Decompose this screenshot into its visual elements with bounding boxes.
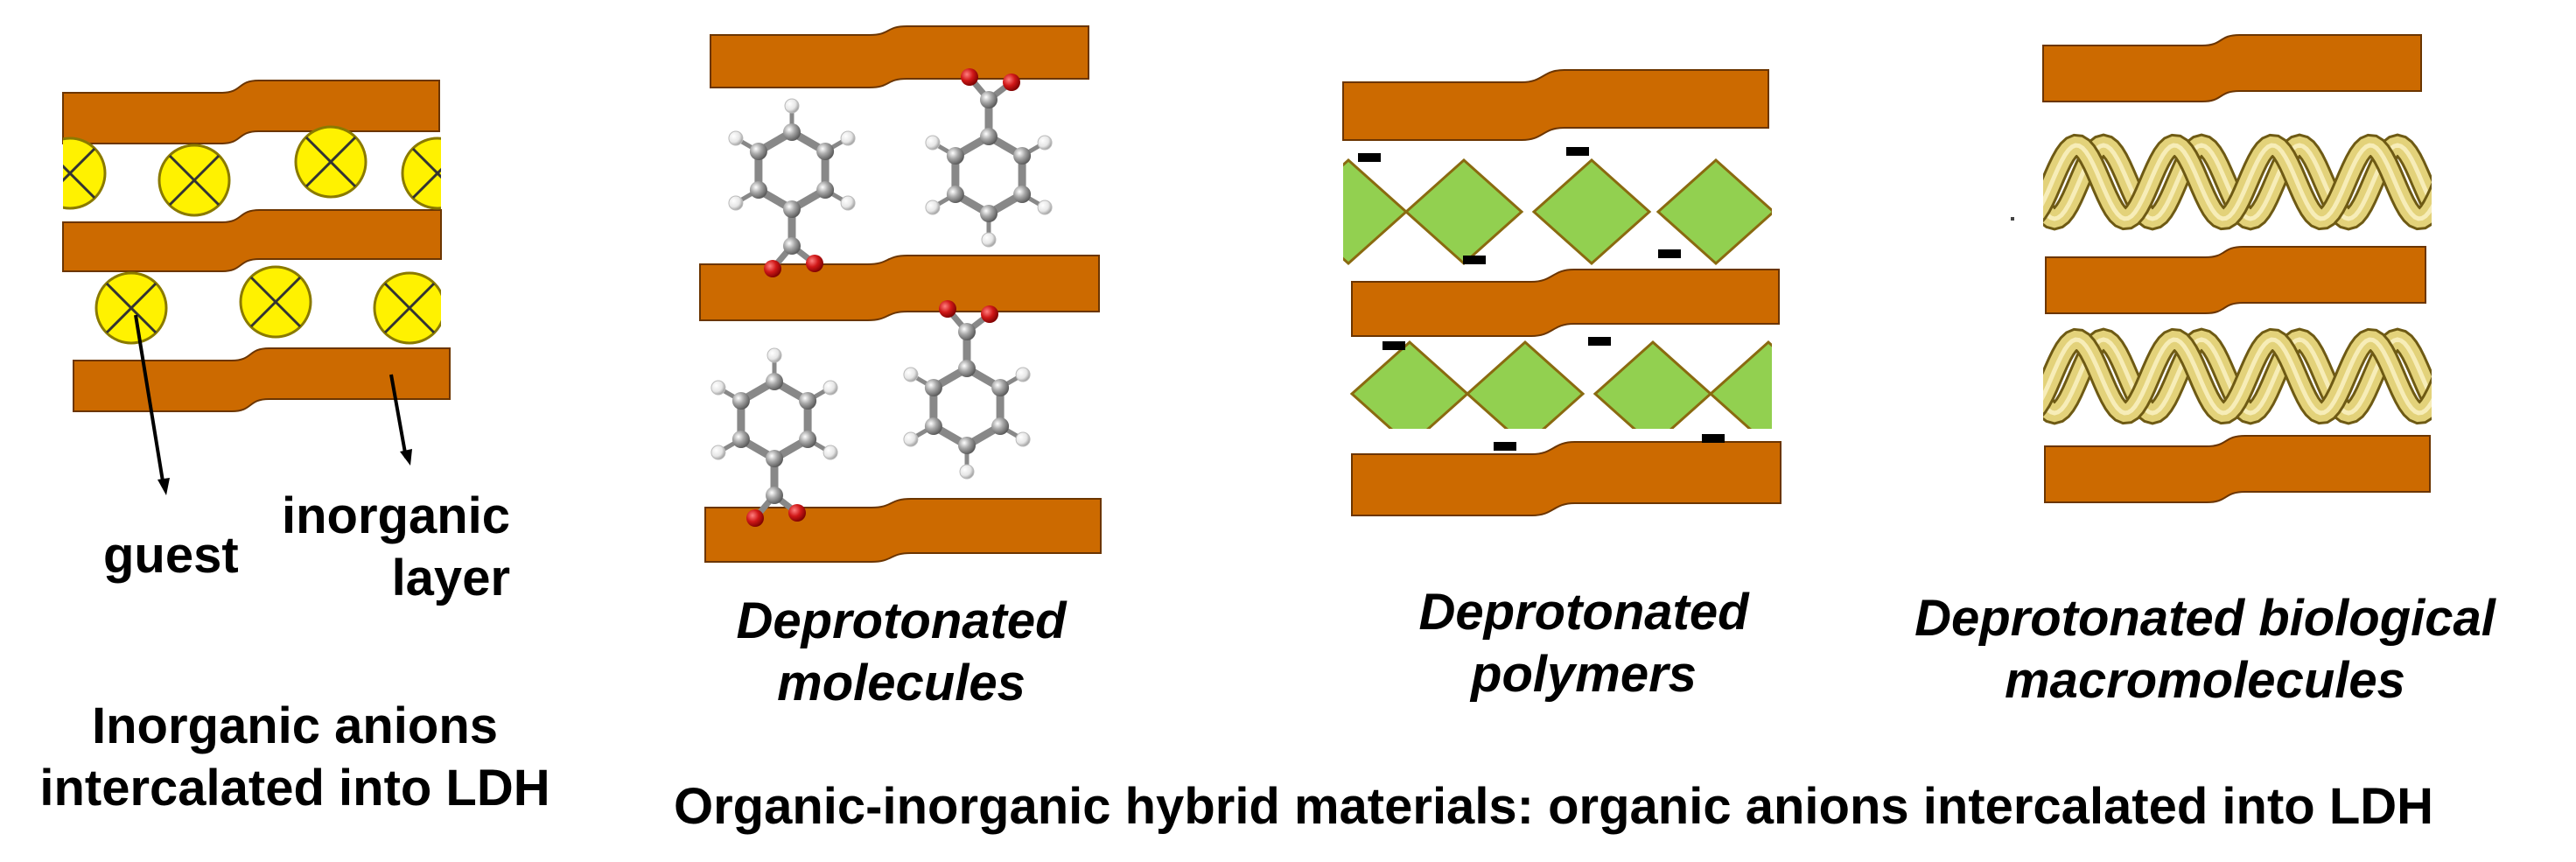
ldh-layer bbox=[1351, 269, 1780, 337]
ldh-layer bbox=[2044, 435, 2431, 503]
bio-layers bbox=[2042, 34, 2431, 503]
double-helices bbox=[2043, 133, 2432, 425]
negative-charge bbox=[1358, 153, 1381, 162]
stray-dot bbox=[2011, 217, 2014, 221]
caption-biological-line1: Deprotonated biological bbox=[1914, 590, 2496, 647]
polymer-chains bbox=[1343, 158, 1772, 429]
polymer-segment bbox=[1343, 158, 1409, 266]
negative-charge bbox=[1702, 434, 1725, 443]
caption-molecules-line1: Deprotonated bbox=[736, 592, 1067, 649]
polymer-layers bbox=[1342, 69, 1782, 516]
polymer-segment bbox=[1656, 158, 1772, 266]
negative-charge bbox=[1588, 337, 1611, 346]
ldh-layer bbox=[710, 25, 1089, 88]
ldh-layer bbox=[2042, 34, 2422, 102]
molecule-layers bbox=[699, 25, 1102, 563]
guest-anion bbox=[239, 265, 312, 339]
ldh-layer bbox=[73, 347, 451, 412]
guest-anion bbox=[401, 137, 441, 210]
negative-charge bbox=[1566, 147, 1589, 156]
caption-polymers-line1: Deprotonated bbox=[1418, 584, 1749, 641]
negative-charge bbox=[1463, 256, 1486, 264]
polymer-segment bbox=[1592, 340, 1713, 429]
benzoate-molecule bbox=[903, 300, 1031, 480]
ldh-layer bbox=[699, 255, 1100, 321]
guest-anion bbox=[373, 271, 441, 345]
guest-anion bbox=[94, 271, 168, 345]
ldh-layer bbox=[1351, 441, 1782, 516]
benzoate-molecule bbox=[728, 98, 856, 277]
benzoate-molecules bbox=[710, 68, 1053, 527]
inorganic-layer-label: inorganic layer bbox=[282, 486, 510, 610]
benzoate-molecule bbox=[710, 347, 838, 527]
caption-inorganic: Inorganic anions intercalated into LDH bbox=[28, 696, 562, 820]
guest-arrow bbox=[134, 314, 170, 495]
polymer-segment bbox=[1531, 158, 1652, 266]
bottom-caption: Organic-inorganic hybrid materials: orga… bbox=[674, 778, 2434, 835]
polymer-segment bbox=[1708, 340, 1772, 429]
dna-double-helix bbox=[2043, 327, 2432, 425]
guest-anion bbox=[158, 144, 231, 217]
polymer-segment bbox=[1404, 158, 1524, 266]
panel-polymers bbox=[1342, 69, 1782, 516]
polymer-segment bbox=[1465, 340, 1586, 429]
guest-anion bbox=[294, 125, 368, 199]
layer-arrow bbox=[389, 374, 412, 466]
inorganic-layer-label-line2: layer bbox=[391, 549, 511, 606]
negative-charge bbox=[1382, 341, 1405, 350]
inorganic-guests bbox=[63, 125, 441, 345]
ldh-layer bbox=[1342, 69, 1769, 141]
panel-molecules bbox=[699, 25, 1102, 563]
guest-label: guest bbox=[103, 527, 239, 584]
ldh-layer bbox=[2045, 246, 2426, 314]
negative-charge bbox=[1494, 442, 1516, 451]
panel-inorganic bbox=[62, 80, 451, 495]
caption-molecules-line2: molecules bbox=[777, 654, 1026, 711]
ldh-layer bbox=[62, 80, 440, 144]
inorganic-layer-label-line1: inorganic bbox=[282, 487, 511, 544]
polymer-segment bbox=[1349, 340, 1470, 429]
caption-molecules: Deprotonated molecules bbox=[700, 591, 1102, 715]
negative-charge bbox=[1658, 249, 1681, 258]
panel-biological bbox=[2011, 34, 2432, 503]
benzoate-molecule bbox=[925, 68, 1053, 248]
dna-double-helix bbox=[2043, 133, 2432, 231]
caption-biological: Deprotonated biological macromolecules bbox=[1864, 588, 2546, 712]
caption-biological-line2: macromolecules bbox=[2005, 651, 2405, 709]
inorganic-layers bbox=[62, 80, 451, 412]
negative-charges bbox=[1358, 147, 1725, 451]
caption-inorganic-line1: Inorganic anions bbox=[91, 697, 499, 754]
caption-polymers: Deprotonated polymers bbox=[1382, 582, 1785, 706]
caption-polymers-line2: polymers bbox=[1471, 645, 1697, 703]
caption-inorganic-line2: intercalated into LDH bbox=[39, 759, 550, 816]
ldh-layer bbox=[62, 209, 442, 272]
guest-anion bbox=[63, 137, 107, 210]
